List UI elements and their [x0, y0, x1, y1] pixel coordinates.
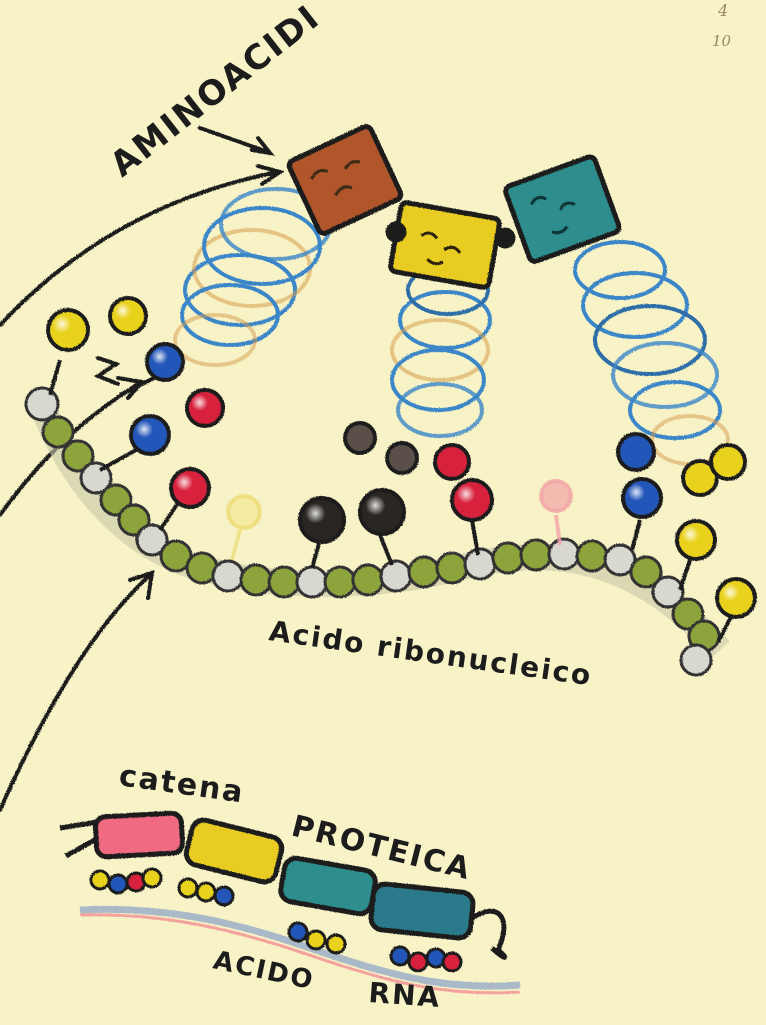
base-black-small-icon	[345, 423, 417, 473]
pencil-note-bottom: 10	[712, 32, 732, 50]
protein-chain-label-line1: catena	[117, 758, 247, 810]
trna-coil-middle-icon	[392, 266, 490, 436]
base-pink-icon	[541, 481, 571, 545]
trna-coil-left-icon	[175, 189, 331, 365]
rna-label: RNA	[368, 976, 443, 1014]
base-yellow-icon	[683, 445, 745, 495]
amino-pointer-arrow-icon	[200, 128, 270, 153]
chain-block-yellow-icon	[184, 818, 284, 885]
trna-coil-right-icon	[575, 242, 728, 464]
amino-acid-blocks	[287, 125, 620, 288]
pencil-note-top: 4	[717, 1, 728, 20]
amino-acid-block-yellow-icon	[390, 202, 501, 288]
chain-end-right-icon	[472, 911, 505, 957]
amino-acid-block-teal-icon	[504, 155, 621, 263]
chain-block-darkteal-icon	[370, 883, 474, 939]
small-zigzag-icon	[98, 358, 118, 384]
chain-block-pink-icon	[95, 813, 183, 857]
base-yellow-faint-icon	[228, 496, 260, 560]
base-blue-icon	[618, 434, 654, 470]
ribonucleic-acid-label: Acido ribonucleico	[267, 614, 594, 692]
chain-end-left-icon	[60, 822, 98, 856]
chain-block-teal-icon	[279, 856, 377, 915]
base-red-icon	[435, 445, 469, 479]
